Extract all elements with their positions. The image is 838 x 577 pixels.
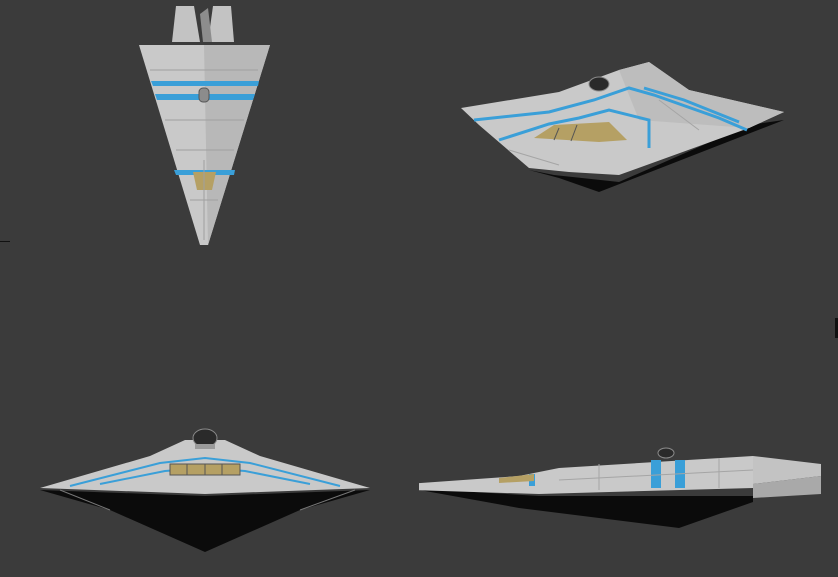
viewport-edge-tick — [0, 241, 10, 242]
top-stripe-1 — [151, 81, 259, 86]
top-hull-shade — [204, 45, 270, 245]
side-stripe-1 — [651, 460, 661, 488]
viewport-perspective[interactable] — [419, 0, 838, 288]
ship-front-view[interactable] — [0, 288, 419, 577]
front-underside-edge — [59, 489, 111, 511]
persp-panel-line — [658, 99, 700, 131]
side-tail-lower — [753, 476, 821, 498]
viewport-top[interactable] — [0, 0, 419, 288]
viewport-front[interactable] — [0, 288, 419, 577]
side-underside — [419, 488, 753, 528]
front-underside — [40, 490, 370, 552]
side-canopy — [499, 474, 534, 483]
front-underside-edge — [299, 489, 356, 511]
persp-turret — [588, 76, 610, 92]
side-panel-line — [558, 469, 754, 481]
viewport-left[interactable] — [419, 288, 838, 577]
persp-stripe-3 — [643, 86, 740, 124]
side-tail — [753, 456, 821, 484]
persp-hull-shade — [619, 62, 784, 128]
persp-canopy — [534, 122, 627, 142]
top-right-fin — [208, 6, 234, 42]
top-left-fin — [172, 6, 200, 42]
front-stripe-1 — [69, 456, 341, 487]
persp-stripe-1 — [473, 86, 748, 132]
persp-canopy-frame — [570, 124, 578, 142]
persp-canopy-frame — [553, 127, 560, 141]
persp-stripe-2 — [498, 108, 651, 148]
top-turret — [198, 87, 210, 103]
top-fin-gap — [200, 8, 212, 42]
front-turret-base — [195, 444, 215, 449]
ship-top-view[interactable] — [0, 0, 419, 288]
ship-perspective-view[interactable] — [419, 0, 838, 288]
side-hull — [419, 456, 753, 494]
viewport-edge-tick — [835, 318, 838, 338]
ship-side-view[interactable] — [419, 288, 838, 577]
persp-panel-line — [508, 149, 560, 166]
persp-hull — [461, 62, 784, 175]
side-turret — [657, 447, 675, 459]
